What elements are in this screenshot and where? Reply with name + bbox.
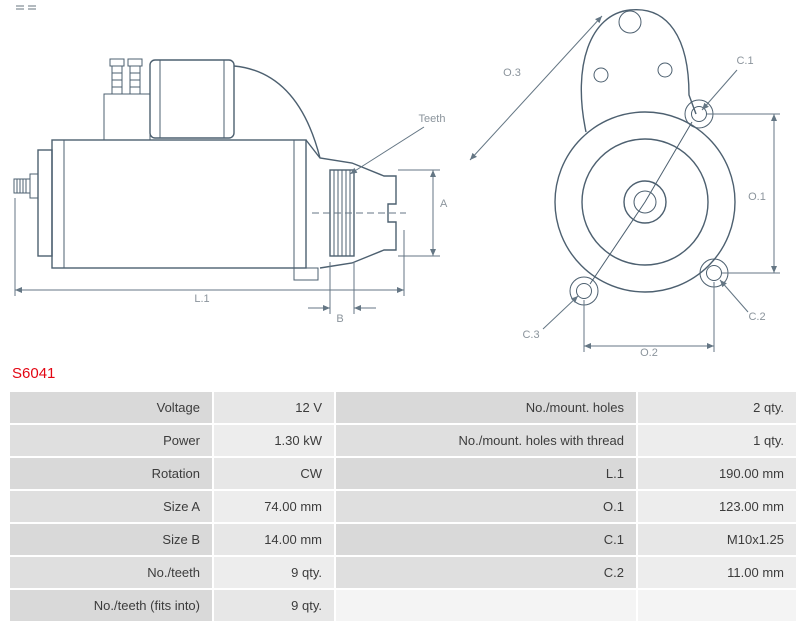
drive-bracket-top	[233, 65, 321, 159]
solenoid	[149, 59, 235, 139]
dim-label-teeth: Teeth	[419, 113, 446, 125]
front-view	[554, 9, 736, 306]
dim-line-o3	[469, 15, 603, 161]
technical-drawing: L.1 B A Teeth	[13, 5, 780, 358]
dim-label-a: A	[440, 198, 448, 210]
radial-lines	[589, 121, 693, 285]
spec-value: 190.00 mm	[638, 458, 796, 489]
mount-hole-top-right	[691, 106, 707, 122]
mounting-lug	[293, 267, 319, 281]
spec-value: CW	[214, 458, 334, 489]
spec-value: 9 qty.	[214, 557, 334, 588]
spec-value: 9 qty.	[214, 590, 334, 621]
spec-value: 14.00 mm	[214, 524, 334, 555]
spec-label: No./teeth (fits into)	[10, 590, 212, 621]
spec-empty-cell	[336, 590, 636, 621]
shaft-hub	[623, 180, 667, 224]
dim-label-l1: L.1	[194, 293, 209, 305]
flange-inner-circle	[581, 138, 709, 266]
rear-terminal-bolt	[13, 178, 31, 194]
spec-value: 12 V	[214, 392, 334, 423]
dim-label-c3: C.3	[522, 329, 539, 341]
dim-label-c1: C.1	[736, 55, 753, 67]
part-number: S6041	[12, 365, 56, 382]
spec-value: M10x1.25	[638, 524, 796, 555]
spec-value: 2 qty.	[638, 392, 796, 423]
spec-label: C.2	[336, 557, 636, 588]
leader-line-c1	[701, 69, 738, 111]
mount-hole-bottom-right	[706, 265, 722, 281]
spec-label: Voltage	[10, 392, 212, 423]
side-view-dimensions: L.1 B A Teeth	[14, 113, 448, 325]
spec-label: Size A	[10, 491, 212, 522]
spec-label: Rotation	[10, 458, 212, 489]
dim-label-o2: O.2	[640, 347, 658, 358]
spec-label: No./teeth	[10, 557, 212, 588]
spec-label: Size B	[10, 524, 212, 555]
leader-line-c2	[719, 279, 749, 313]
side-view	[13, 58, 406, 281]
drive-end-housing	[305, 139, 397, 269]
spec-table: Voltage 12 V No./mount. holes 2 qty. Pow…	[10, 392, 796, 621]
teeth-leader-line	[349, 126, 425, 175]
spec-label: O.1	[336, 491, 636, 522]
leader-line-c3	[542, 295, 579, 330]
motor-body	[51, 139, 307, 269]
spec-value: 1 qty.	[638, 425, 796, 456]
mount-hole-bottom-left	[576, 283, 592, 299]
shaft-bore	[633, 190, 657, 214]
terminal-block	[103, 93, 151, 141]
spec-label: No./mount. holes with thread	[336, 425, 636, 456]
corner-marks	[16, 5, 36, 10]
dim-label-o3: O.3	[503, 67, 521, 79]
spec-label: Power	[10, 425, 212, 456]
spec-label: L.1	[336, 458, 636, 489]
spec-value: 123.00 mm	[638, 491, 796, 522]
flange-outer-circle	[554, 111, 736, 293]
rear-end-cap	[37, 149, 53, 257]
spec-value: 11.00 mm	[638, 557, 796, 588]
dim-label-b: B	[336, 313, 343, 325]
dim-label-o1: O.1	[748, 191, 766, 203]
top-lobe-hole	[618, 10, 642, 34]
spec-label: No./mount. holes	[336, 392, 636, 423]
spec-empty-cell	[638, 590, 796, 621]
spec-value: 74.00 mm	[214, 491, 334, 522]
front-view-dimensions: O.3 C.1 O.1 O.2 C.2 C.3	[469, 15, 780, 358]
dim-label-c2: C.2	[748, 311, 765, 323]
spec-label: C.1	[336, 524, 636, 555]
spec-value: 1.30 kW	[214, 425, 334, 456]
